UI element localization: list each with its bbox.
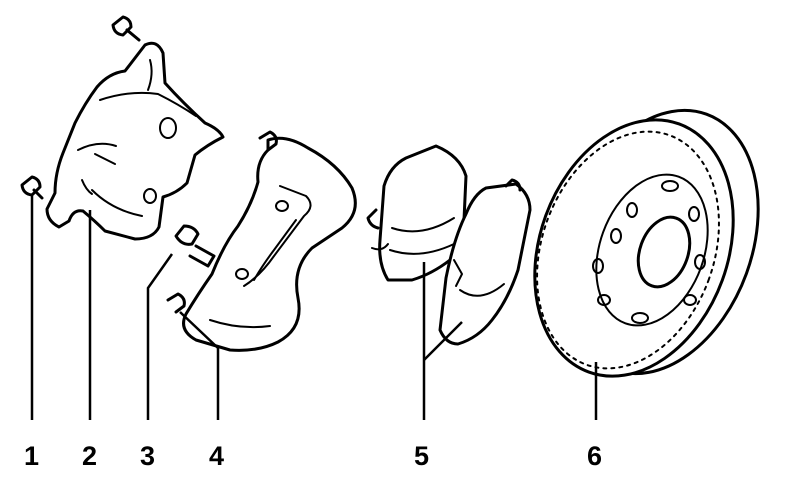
- label-part-5: 5: [414, 441, 429, 471]
- label-part-3: 3: [140, 441, 155, 471]
- part-2-caliper-housing: [45, 41, 225, 241]
- part-3-mounting-bolt: [174, 224, 216, 268]
- part-4-caliper-bracket: [166, 130, 357, 352]
- label-part-2: 2: [82, 441, 97, 471]
- leader-lines: [30, 196, 598, 420]
- part-1-guide-bolt: [20, 175, 44, 200]
- label-part-6: 6: [587, 441, 602, 471]
- part-5-brake-pad-outer: [438, 178, 532, 346]
- label-part-1: 1: [24, 441, 39, 471]
- part-5-brake-pad-inner: [366, 144, 468, 282]
- label-part-4: 4: [209, 441, 224, 471]
- part-6-brake-disc: [533, 108, 760, 378]
- part-1-guide-bolt-upper: [111, 15, 141, 42]
